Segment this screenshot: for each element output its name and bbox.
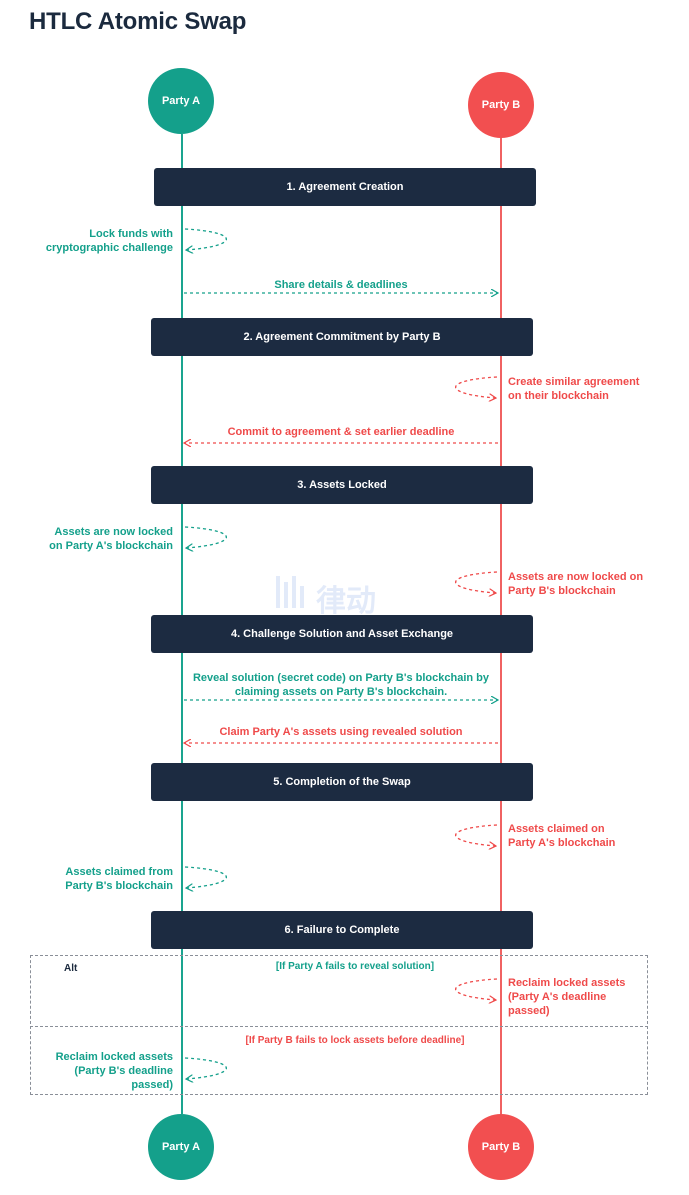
page-title: HTLC Atomic Swap [29,8,247,35]
label-claimed-from-b: Assets claimed from Party B's blockchain [65,866,173,892]
label-lock-funds: Lock funds with cryptographic challenge [45,228,173,254]
label-reveal-solution: Reveal solution (secret code) on Party B… [192,672,490,698]
self-arrow-claimed-on-a [454,824,497,846]
label-reclaim-a: Reclaim locked assets (Party B's deadlin… [55,1051,173,1091]
party-b-node-bottom: Party B [468,1114,534,1180]
label-claimed-on-a: Assets claimed on Party A's blockchain [508,823,616,849]
alt-fragment-divider [30,1026,648,1027]
alt-fragment-box [30,955,648,1095]
label-claim-a-assets: Claim Party A's assets using revealed so… [219,726,463,738]
stage-4-bar: 4. Challenge Solution and Asset Exchange [151,615,533,653]
self-arrow-locked-a [185,526,228,548]
label-locked-b: Assets are now locked on Party B's block… [508,571,644,597]
label-reclaim-b: Reclaim locked assets (Party A's deadlin… [508,977,626,1017]
party-b-node-top: Party B [468,72,534,138]
watermark: 律动 [272,570,422,620]
stage-6-bar: 6. Failure to Complete [151,911,533,949]
label-commit-agreement: Commit to agreement & set earlier deadli… [227,426,455,438]
alt-label: Alt [64,963,78,974]
alt-condition-2: [If Party B fails to lock assets before … [245,1035,465,1046]
label-share-details: Share details & deadlines [274,279,408,291]
self-arrow-reclaim-a [185,1057,228,1079]
label-locked-a: Assets are now locked on Party A's block… [49,526,173,552]
self-arrow-lock-funds [185,228,228,250]
watermark-text: 律动 [316,584,376,619]
stage-5-bar: 5. Completion of the Swap [151,763,533,801]
stage-3-bar: 3. Assets Locked [151,466,533,504]
self-arrow-create-similar [454,376,497,398]
party-a-node-top: Party A [148,68,214,134]
label-create-similar: Create similar agreement on their blockc… [508,376,640,402]
watermark-logo-icon [276,576,304,608]
self-arrow-claimed-from-b [185,866,228,888]
alt-condition-1: [If Party A fails to reveal solution] [275,961,435,972]
stage-1-bar: 1. Agreement Creation [154,168,536,206]
self-arrow-locked-b [454,571,497,593]
stage-2-bar: 2. Agreement Commitment by Party B [151,318,533,356]
self-arrow-reclaim-b [454,978,497,1000]
party-a-node-bottom: Party A [148,1114,214,1180]
